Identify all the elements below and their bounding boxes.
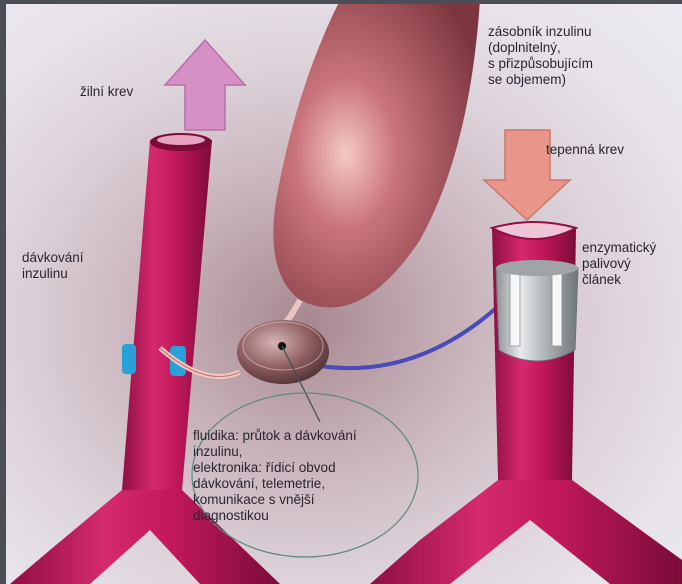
fuel-cell <box>496 260 578 361</box>
insulin-reservoir <box>273 0 480 322</box>
label-arterial-blood: tepenná krev <box>546 142 624 158</box>
label-device-description: fluidika: průtok a dávkování inzulinu, e… <box>193 428 357 524</box>
label-fuel-cell: enzymatický palivový článek <box>582 240 656 288</box>
label-insulin-reservoir: zásobník inzulinu (doplnitelný, s přizpů… <box>488 24 593 88</box>
label-venous-blood: žilní krev <box>80 84 133 100</box>
arrow-up-icon <box>165 40 245 130</box>
label-insulin-dosing: dávkování inzulinu <box>22 250 84 282</box>
control-device <box>237 320 329 384</box>
power-wire <box>320 300 505 368</box>
